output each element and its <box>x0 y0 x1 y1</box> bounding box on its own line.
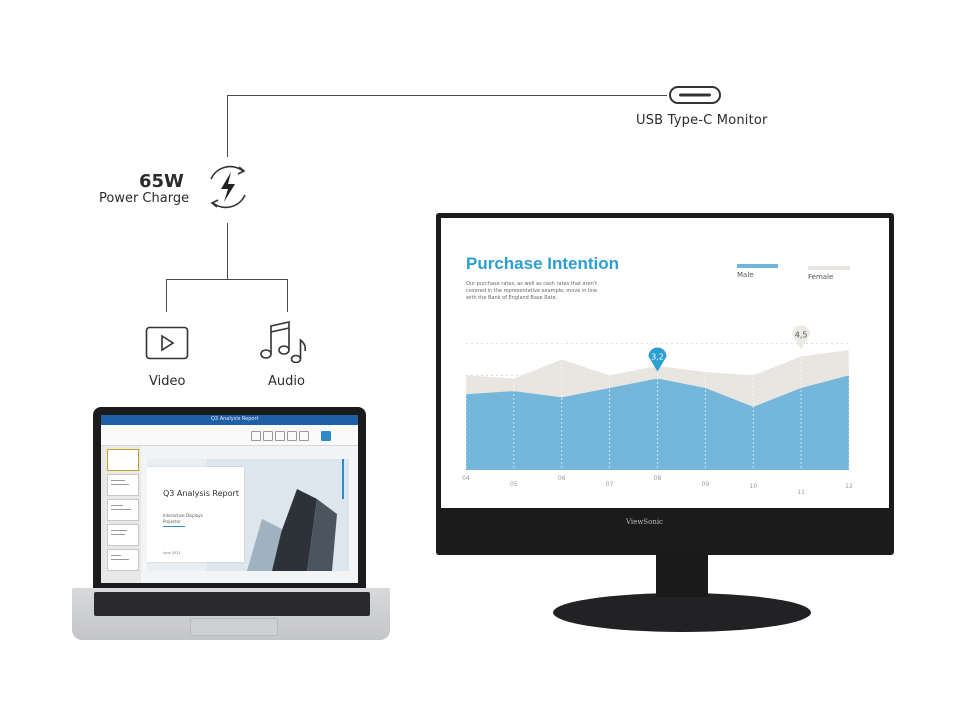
chart-x-tick-label: 07 <box>606 481 614 488</box>
chart-x-tick-label: 11 <box>797 489 805 496</box>
connector-down <box>227 223 228 279</box>
chart-x-tick-label: 04 <box>462 475 470 482</box>
slide-subtitle: Projector <box>163 519 181 524</box>
chart-description-line: Our purchase rates, as well as cash rate… <box>466 281 598 287</box>
slide-title-card: Q3 Analysis Report Interactive Displays … <box>147 467 244 562</box>
monitor-screen: Purchase Intention Our purchase rates, a… <box>441 218 889 508</box>
ribbon-tool-icon[interactable] <box>275 431 285 441</box>
chart-annotation-marker <box>648 347 667 372</box>
chart-title: Purchase Intention <box>466 254 620 273</box>
chart-description-line: with the Bank of England Base Rate. <box>466 295 558 301</box>
chart-description-line: covered in the representative example, m… <box>466 288 598 294</box>
slide-thumbnail[interactable] <box>107 549 139 571</box>
power-wattage: 65W <box>139 171 184 192</box>
connector-up <box>227 95 228 157</box>
slide-title: Q3 Analysis Report <box>163 489 239 498</box>
slide-thumbnail[interactable] <box>107 499 139 521</box>
audio-label: Audio <box>268 374 305 389</box>
slide-thumbnail[interactable] <box>107 524 139 546</box>
monitor-stand-base <box>553 593 811 632</box>
slide-date: June 2021 <box>163 551 181 555</box>
chart-x-tick-label: 05 <box>510 481 518 488</box>
ribbon-tool-icon[interactable] <box>287 431 297 441</box>
chart-x-tick-label: 09 <box>702 481 710 488</box>
slide-thumbnail[interactable] <box>107 449 139 471</box>
chart-x-tick-label: 06 <box>558 475 566 482</box>
slide-thumbnail[interactable] <box>107 474 139 496</box>
music-notes-icon <box>260 321 307 364</box>
laptop-base <box>72 588 390 640</box>
connector-audio <box>287 279 288 312</box>
chart-annotation-label: 4,5 <box>795 330 808 339</box>
monitor-brand-logo: ViewSonic <box>626 518 663 526</box>
slide-canvas[interactable]: Q3 Analysis Report Interactive Displays … <box>147 459 349 571</box>
purchase-intention-chart: 04 05 06 07 08 09 10 11 12 3,2 4,5 <box>462 318 853 496</box>
chart-x-tick-label: 08 <box>654 475 662 482</box>
slide-subtitle: Interactive Displays <box>163 513 203 518</box>
laptop-trackpad <box>190 618 278 636</box>
usb-monitor-label: USB Type-C Monitor <box>636 113 768 128</box>
presentation-ribbon <box>101 425 358 446</box>
legend-female-swatch <box>808 266 850 270</box>
laptop-screen: Q3 Analysis Report Q3 Analysis Report In… <box>101 415 358 583</box>
chart-annotation-marker <box>792 325 811 350</box>
ribbon-tool-icon[interactable] <box>251 431 261 441</box>
power-label: Power Charge <box>99 191 190 206</box>
video-label: Video <box>149 374 186 389</box>
ribbon-tool-icon[interactable] <box>299 431 309 441</box>
legend-female-label: Female <box>808 273 834 281</box>
legend-male-label: Male <box>737 271 754 279</box>
chart-annotation-label: 3,2 <box>651 352 664 361</box>
slide-thumbnail-panel <box>101 446 141 583</box>
ribbon-tool-icon[interactable] <box>263 431 273 441</box>
play-icon <box>145 326 189 360</box>
ribbon-tool-icon[interactable] <box>321 431 331 441</box>
connector-split <box>166 279 288 280</box>
lightning-charge-icon <box>210 165 246 209</box>
chart-x-tick-label: 10 <box>749 483 757 490</box>
slide-accent-bar <box>342 459 344 499</box>
usb-c-port-icon <box>669 86 721 104</box>
legend-male-swatch <box>737 264 778 268</box>
laptop-keyboard <box>94 592 370 616</box>
chart-x-tick-label: 12 <box>845 483 853 490</box>
slide-underline <box>163 526 185 527</box>
connector-video <box>166 279 167 312</box>
presentation-titlebar <box>101 415 358 425</box>
connector-top <box>227 95 667 96</box>
presentation-window-title: Q3 Analysis Report <box>211 416 259 422</box>
monitor-stand-neck <box>656 555 708 597</box>
